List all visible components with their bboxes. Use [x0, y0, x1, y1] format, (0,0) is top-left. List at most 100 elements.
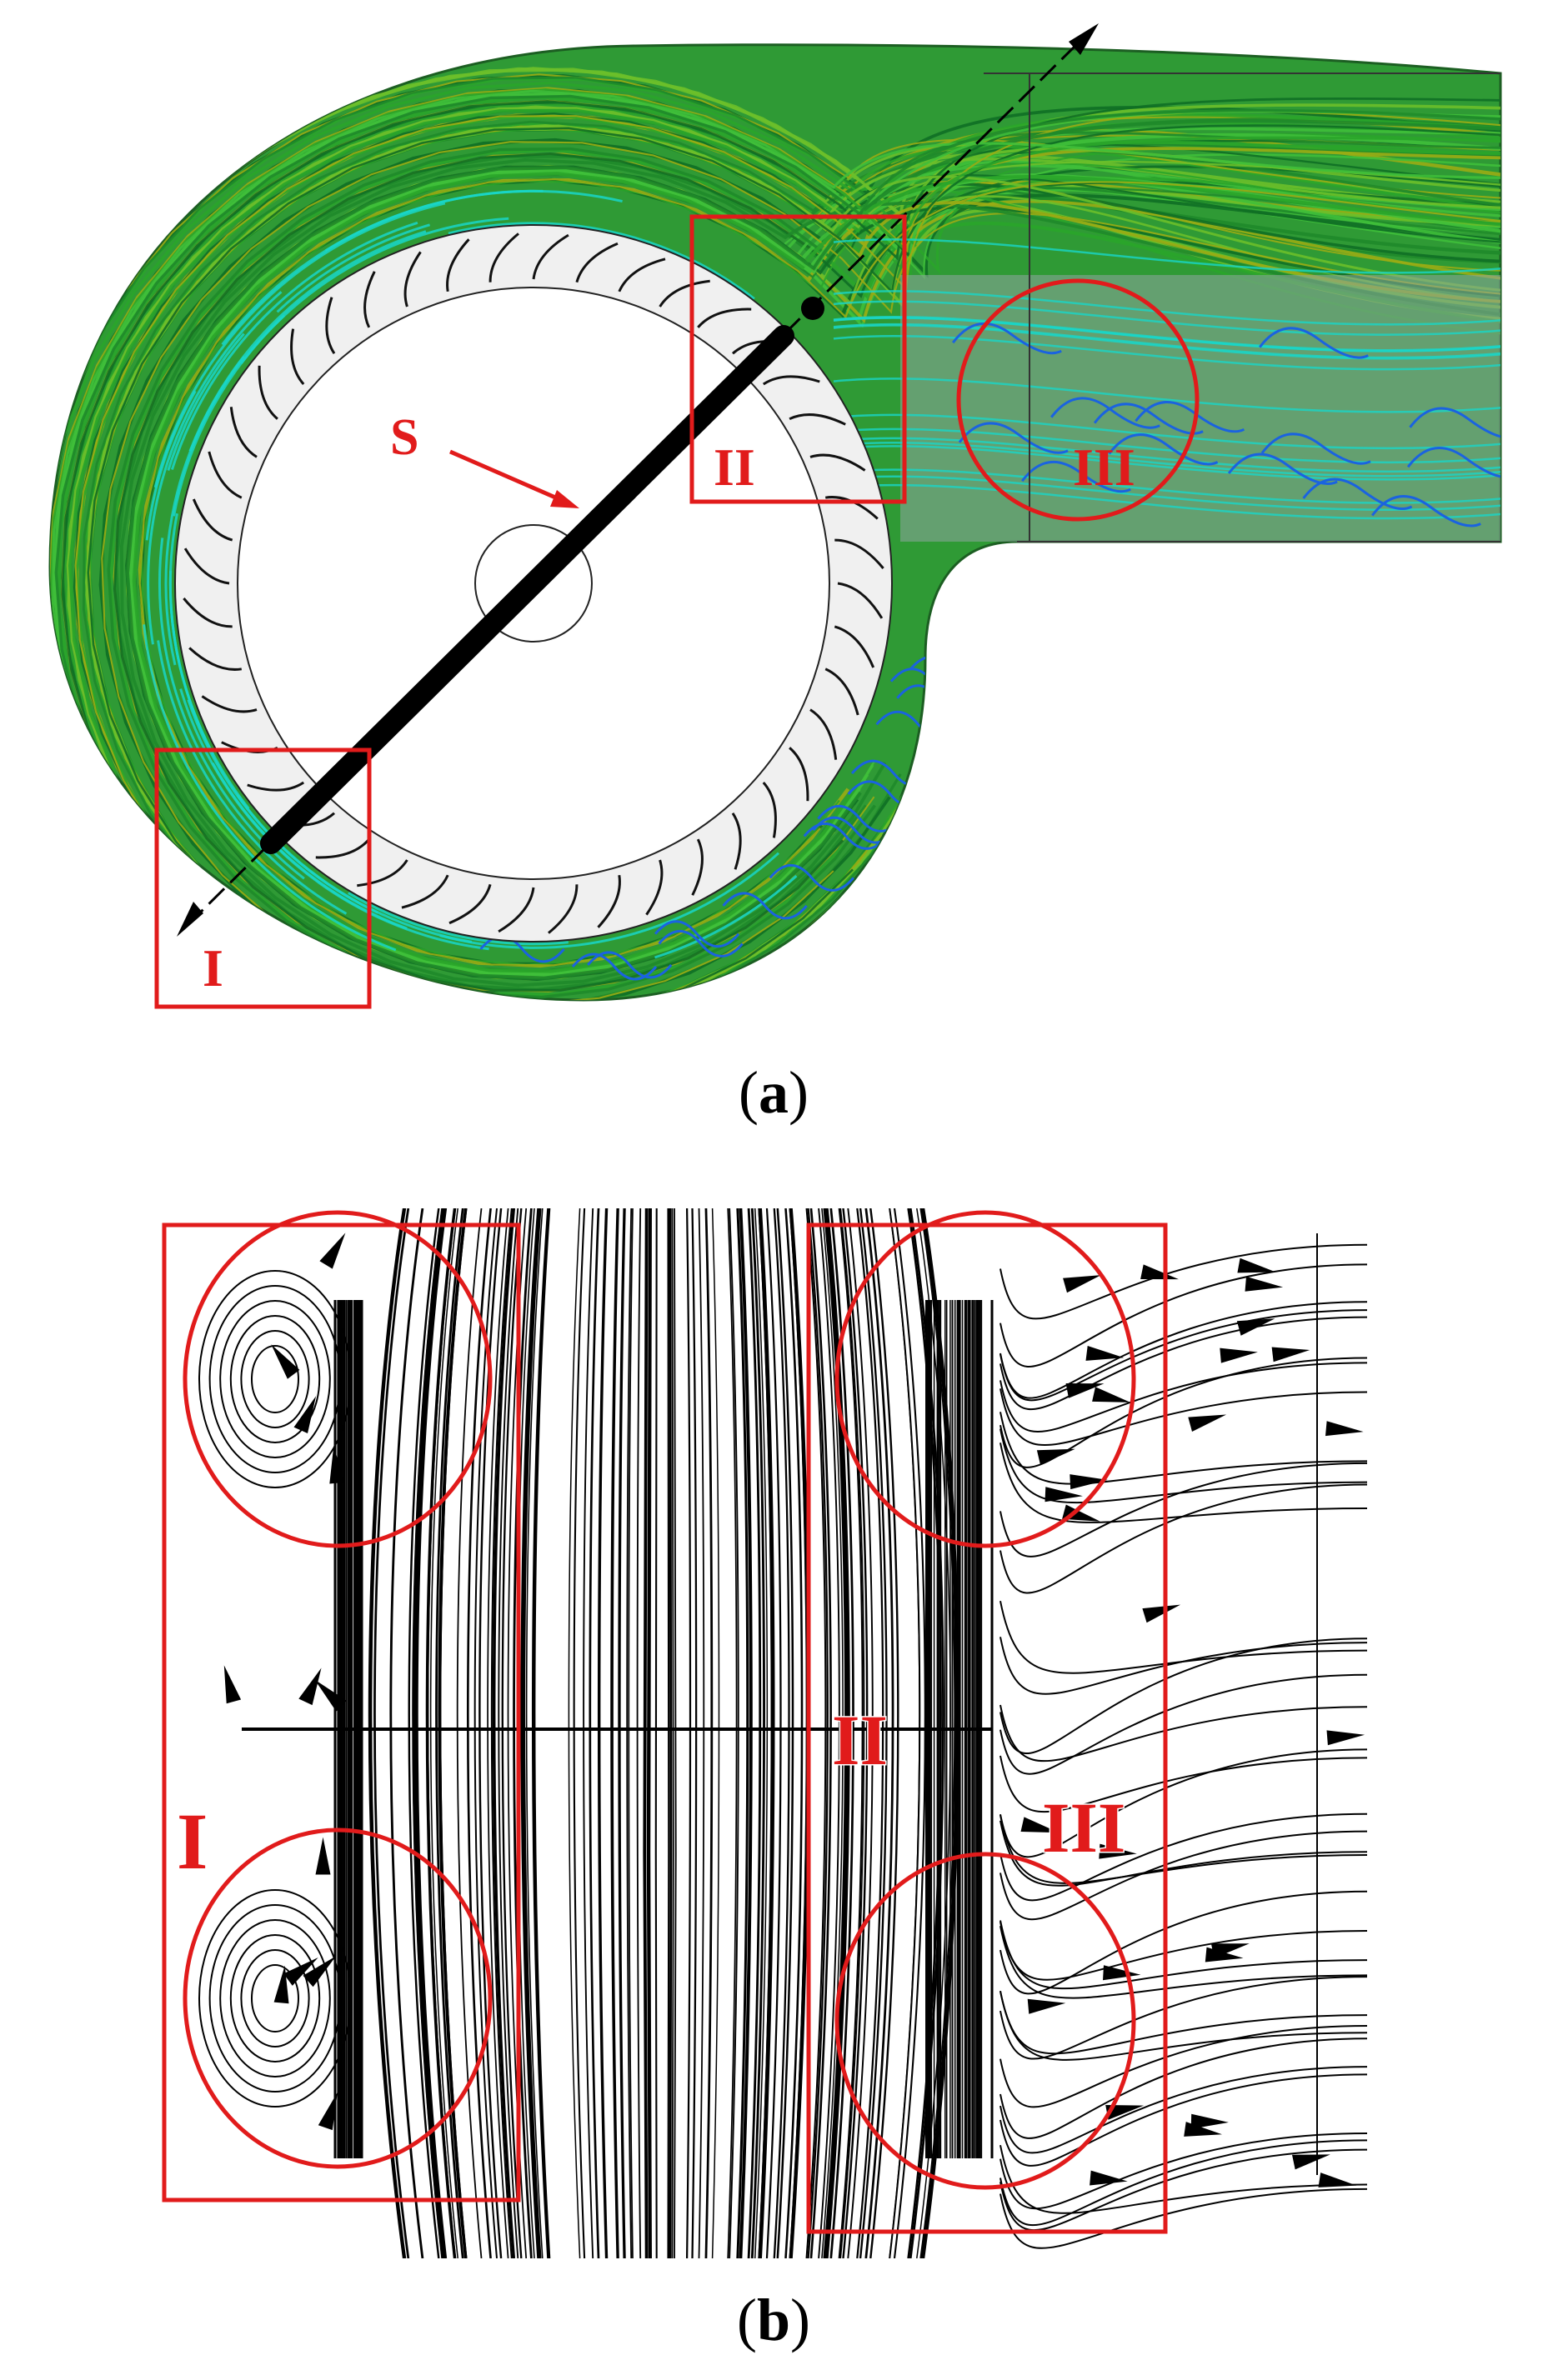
vertical-streamline	[513, 1208, 533, 2258]
outlet-streamline	[999, 1301, 1368, 1399]
vertical-streamline	[818, 1208, 840, 2258]
s-pointer-line	[449, 449, 568, 505]
flow-arrow	[1326, 1730, 1365, 1746]
outlet-streamline	[999, 1976, 1368, 2060]
flow-arrow	[298, 1668, 322, 1706]
flow-arrow	[1292, 2154, 1330, 2170]
flow-arrow	[1063, 1275, 1101, 1293]
impeller-blade	[824, 668, 859, 716]
impeller-blade	[834, 625, 875, 668]
flow-arrow	[273, 1965, 289, 2004]
flow-arrow	[314, 1679, 347, 1712]
impeller-blade	[448, 883, 492, 925]
cyan-streamline	[157, 640, 348, 915]
impeller-blade	[597, 874, 621, 928]
impeller-blade	[403, 251, 422, 308]
flow-direction-arrows	[223, 1232, 1365, 2188]
impeller-blade	[659, 279, 710, 308]
outlet-streamline	[999, 1890, 1368, 1995]
vertical-streamline	[589, 1208, 600, 2258]
vertical-streamline	[456, 1208, 483, 2258]
vertical-streamline	[809, 1208, 832, 2258]
impeller-blade	[834, 538, 884, 569]
vertical-streamline	[824, 1208, 849, 2258]
region-box-ii	[689, 214, 907, 504]
flow-arrow	[1237, 1258, 1276, 1273]
impeller-blade	[183, 598, 233, 628]
impeller-blade	[498, 887, 535, 933]
flow-arrow	[283, 1958, 318, 1986]
region-box-i	[154, 748, 372, 1009]
vertical-streamline	[893, 1208, 926, 2258]
outlet-streamline	[999, 2139, 1368, 2226]
vortex-loop	[229, 1934, 321, 2062]
cyan-streamline	[170, 221, 418, 470]
impeller-blade	[192, 498, 233, 542]
vertical-streamline	[612, 1208, 619, 2258]
flow-arrow	[1045, 1487, 1083, 1502]
outlet-streamline	[999, 1922, 1368, 1981]
vertical-streamline	[415, 1208, 448, 2258]
vertical-streamline	[839, 1208, 865, 2258]
vertical-streamline	[821, 1208, 844, 2258]
outlet-streamline	[999, 1442, 1368, 1523]
flow-arrow	[1092, 1387, 1130, 1402]
blue-streamline	[722, 892, 808, 920]
vertical-streamline	[597, 1208, 608, 2258]
green-streamline	[140, 162, 1500, 967]
cyan-streamline	[833, 316, 1500, 352]
vertical-streamline	[438, 1208, 466, 2258]
impeller-blade	[229, 407, 258, 458]
vertical-streamline	[628, 1208, 634, 2258]
vertical-streamline	[531, 1208, 549, 2258]
vertical-streamline	[864, 1208, 894, 2258]
vortex-loop	[251, 1964, 299, 2032]
green-streamline	[119, 158, 1500, 988]
blue-streamline	[1135, 401, 1245, 433]
blue-streamline	[1227, 452, 1338, 485]
impeller-blade	[691, 838, 704, 896]
vortex-ellipse-ii-bottom	[834, 1852, 1136, 2190]
blue-streamline	[1409, 407, 1500, 439]
vertical-streamline	[412, 1208, 443, 2258]
cyan-streamline	[448, 222, 755, 300]
region-circle-iii	[956, 278, 1200, 522]
vertical-streamline	[568, 1208, 581, 2258]
cyan-streamline	[833, 238, 1500, 274]
outlet-streamline	[999, 1991, 1368, 2055]
blue-streamline	[1021, 460, 1131, 493]
label-ii-a: II	[714, 438, 755, 497]
vortex-ellipse-ii-top	[834, 1210, 1136, 1548]
vertical-streamline	[829, 1208, 854, 2258]
impeller-blade	[731, 812, 742, 870]
region-box-i-b	[162, 1222, 521, 2202]
vertical-streamline	[691, 1208, 698, 2258]
flow-arrow	[1085, 1346, 1125, 1361]
vertical-streamline	[711, 1208, 720, 2258]
vortex-loop	[251, 1345, 299, 1413]
impeller-blade	[837, 582, 884, 619]
vertical-streamline	[438, 1208, 468, 2258]
blue-streamline	[1406, 447, 1500, 479]
flow-arrow	[318, 2092, 338, 2131]
outlet-streamline	[999, 2148, 1368, 2232]
green-streamline	[113, 154, 1500, 992]
blue-streamline	[1302, 478, 1413, 510]
impeller-blade	[446, 238, 470, 292]
vertical-streamline	[736, 1208, 749, 2258]
vertical-streamline	[534, 1208, 551, 2258]
green-streamline	[138, 178, 1500, 967]
impeller-blade	[357, 859, 408, 888]
vortex-ellipse-i-top	[183, 1210, 493, 1548]
outlet-streamline	[999, 2066, 1368, 2154]
label-ii-b: II	[832, 1700, 888, 1780]
cyan-streamline	[439, 852, 780, 949]
vertical-streamline	[435, 1208, 464, 2258]
cyan-streamline	[833, 413, 1500, 450]
cyan-streamline	[169, 608, 215, 756]
cyan-streamline	[324, 189, 544, 252]
cyan-streamline	[164, 355, 246, 666]
blue-streamline	[769, 864, 854, 892]
impeller-blade	[762, 782, 777, 838]
impeller-blade	[697, 308, 752, 328]
